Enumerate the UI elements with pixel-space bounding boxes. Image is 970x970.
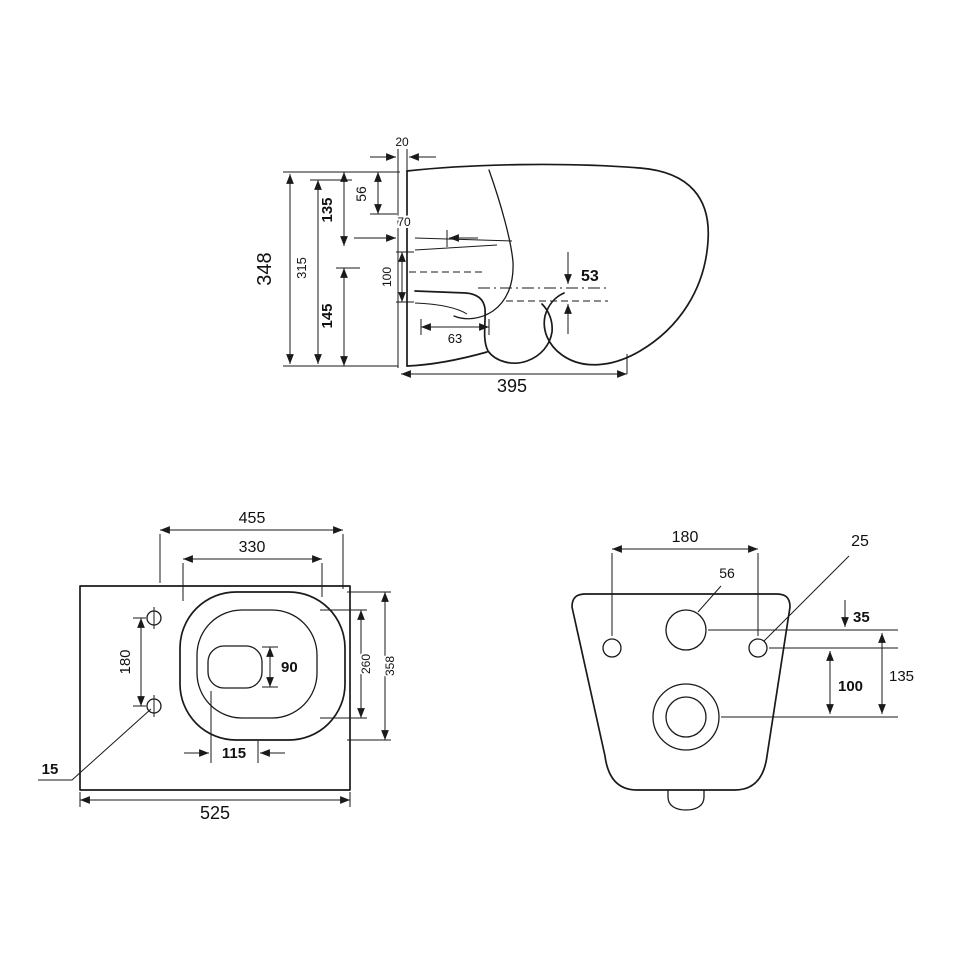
- dim-outlet-axis-label: 100: [380, 267, 394, 287]
- inlet-channel-lower: [414, 244, 498, 251]
- dim-inlet-depth-label: 70: [397, 215, 411, 229]
- top-view: 455 330 180 90 115 15 525 260: [38, 508, 399, 825]
- drain-inner-circle: [665, 696, 707, 738]
- inlet-channel-upper: [414, 237, 513, 242]
- dim-water-offset-label: 115: [222, 745, 246, 762]
- mounting-hole-right: [748, 638, 768, 658]
- dim-drain-drop-label: 135: [889, 668, 914, 685]
- inner-rim-outline: [196, 609, 318, 719]
- side-view: 20 348 315 135 145 56 70 100 63 5: [252, 133, 710, 398]
- dim-bowl-length-label: 455: [239, 510, 266, 527]
- dim-water-seal-label: 53: [581, 268, 599, 285]
- dim-outer-width-label: 358: [383, 656, 397, 676]
- outlet-stub: [667, 789, 705, 811]
- dim-inlet-dia-label: 56: [719, 565, 735, 581]
- dim-inlet-drop-label: 35: [853, 609, 870, 626]
- dim-rim-thickness-label: 56: [353, 186, 369, 202]
- dim-inner-length-label: 330: [239, 539, 266, 556]
- dim-upper-span-label: 135: [319, 197, 336, 222]
- drain-outer-circle: [652, 683, 720, 751]
- dim-plate-depth-label: 525: [200, 803, 230, 823]
- toilet-front-outline: [571, 593, 791, 791]
- dim-inlet-dia-leader: [697, 585, 722, 613]
- front-view: 180 25 56 35 100 135: [571, 527, 916, 811]
- dim-hole-dia-leader: [763, 555, 850, 642]
- trap-inner-line: [414, 302, 468, 315]
- bowl-interior-line: [453, 169, 514, 320]
- dim-total-height-label: 348: [254, 252, 276, 285]
- dim-front-hole-spacing-label: 180: [672, 529, 699, 546]
- trap-outline: [414, 290, 553, 364]
- dim-lower-span-label: 145: [319, 303, 336, 328]
- inlet-circle: [665, 609, 707, 651]
- dim-total-depth-label: 395: [497, 376, 527, 396]
- underside-line: [406, 351, 488, 367]
- dim-wall-gap-label: 20: [395, 135, 409, 149]
- dim-outlet-run-label: 63: [448, 331, 462, 346]
- dim-water-width-label: 90: [281, 659, 298, 676]
- dim-outlet-drop-label: 100: [838, 678, 863, 695]
- dim-hole-edge-leader: [38, 708, 152, 781]
- mounting-plate-outline: [79, 585, 351, 791]
- dim-body-height-label: 315: [294, 257, 309, 279]
- dim-inner-width-label: 260: [359, 654, 373, 674]
- water-surface-outline: [207, 645, 263, 689]
- dim-hole-dia-label: 25: [851, 533, 869, 550]
- toilet-side-profile: [406, 163, 710, 366]
- mounting-hole-left: [602, 638, 622, 658]
- bowl-outline-top: [179, 591, 346, 741]
- dim-hole-edge-label: 15: [42, 761, 59, 778]
- dim-hole-spacing-label: 180: [117, 649, 134, 674]
